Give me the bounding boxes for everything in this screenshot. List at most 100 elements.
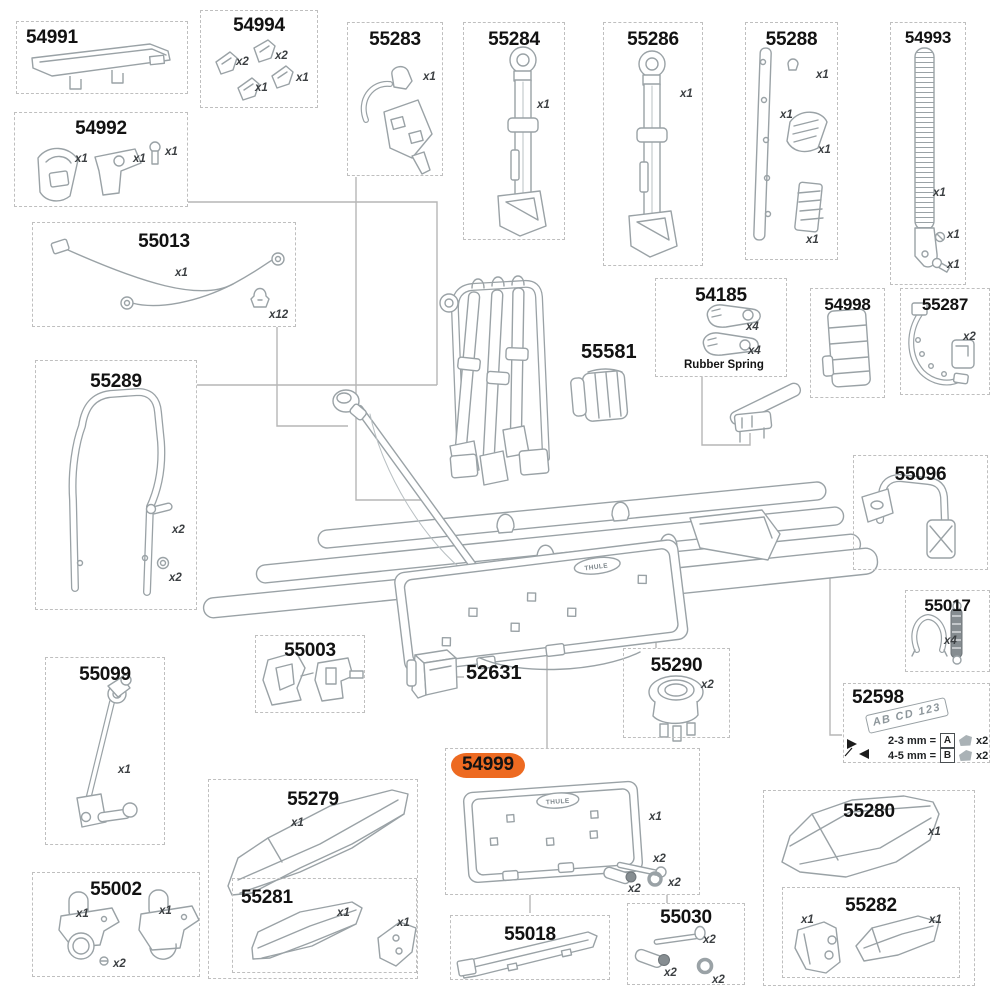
part-number-54185[interactable]: 54185	[695, 285, 747, 306]
part-number-55289[interactable]: 55289	[90, 371, 142, 392]
part-box-54991: 54991	[16, 21, 188, 94]
size-range: 2-3 mm =	[888, 734, 936, 747]
part-55284-arm	[497, 46, 547, 237]
part-box-54185: 54185 x4 x4 Rubber Spring	[655, 278, 787, 377]
part-number-54998[interactable]: 54998	[824, 295, 871, 314]
part-number-52631[interactable]: 52631	[466, 662, 522, 684]
quantity-label: x1	[291, 817, 304, 829]
part-number-54993[interactable]: 54993	[904, 28, 952, 47]
quantity-label: x2	[113, 958, 126, 970]
part-number-55030[interactable]: 55030	[660, 907, 712, 928]
part-box-55281: 55281 x1 x1	[232, 878, 417, 973]
part-number-55283[interactable]: 55283	[369, 29, 421, 50]
part-number-55279[interactable]: 55279	[287, 789, 339, 810]
quantity-label: x2	[628, 883, 641, 895]
part-number-55017[interactable]: 55017	[924, 596, 971, 615]
part-number-55287[interactable]: 55287	[921, 295, 969, 314]
quantity-label: x1	[537, 99, 550, 111]
quantity-label: x1	[255, 82, 268, 94]
part-box-55018: 55018	[450, 915, 610, 980]
part-55280-cover	[781, 795, 940, 878]
part-box-52598: 52598 AB CD 123 2-3 mm = A x2 4-5 mm = B…	[843, 683, 990, 763]
part-box-55282: 55282 x1 x1	[782, 887, 960, 978]
part-number-55290[interactable]: 55290	[650, 655, 703, 676]
quantity-label: x1	[296, 72, 309, 84]
part-box-55287: 55287 x2	[900, 288, 990, 395]
part-55002-brackets	[58, 889, 200, 966]
wedge-icon	[959, 735, 972, 746]
quantity-label: x2	[701, 679, 714, 691]
part-number-55099[interactable]: 55099	[79, 664, 131, 685]
quantity-label: x2	[169, 572, 182, 584]
part-box-55002: 55002 x1 x1 x2	[32, 872, 200, 977]
part-number-55288[interactable]: 55288	[765, 29, 818, 50]
part-box-55283: 55283 x1	[347, 22, 443, 176]
part-55287-hook	[908, 302, 975, 386]
part-number-55284[interactable]: 55284	[488, 29, 540, 50]
quantity-label: x1	[76, 908, 89, 920]
letter-b-box: B	[940, 748, 955, 763]
part-55018-rail	[456, 931, 598, 979]
part-55017-clip-pin	[911, 601, 963, 665]
part-box-54998: 54998	[810, 288, 885, 398]
rubber-spring-note: Rubber Spring	[684, 359, 764, 371]
part-number-55282[interactable]: 55282	[845, 895, 897, 916]
part-54998-pad	[821, 308, 871, 388]
part-number-54992[interactable]: 54992	[75, 118, 127, 139]
part-55282-parts	[794, 915, 940, 974]
part-number-54994[interactable]: 54994	[233, 15, 285, 36]
part-box-55099: 55099 x1	[45, 657, 165, 845]
part-number-55013[interactable]: 55013	[138, 231, 190, 252]
part-55289-frame	[68, 388, 173, 596]
part-box-55284: 55284 x1	[463, 22, 565, 240]
part-box-55030: 55030 x2 x2 x2	[627, 903, 745, 986]
part-box-54993: 54993 x1 x1 x1	[890, 22, 966, 285]
part-box-54994: 54994 x2 x2 x1 x1	[200, 10, 318, 108]
part-number-55280[interactable]: 55280	[843, 801, 895, 822]
part-box-54992: 54992 x1 x1 x1	[14, 112, 188, 207]
part-box-55290: 55290 x2	[623, 648, 730, 738]
quantity-label: x2	[712, 974, 725, 986]
quantity-label: x1	[75, 153, 88, 165]
quantity-label: x1	[928, 826, 941, 838]
part-box-55017: 55017 x4	[905, 590, 990, 672]
quantity-label: x2	[976, 734, 989, 747]
quantity-label: x2	[703, 934, 716, 946]
part-number-55286[interactable]: 55286	[627, 29, 679, 50]
quantity-label: x4	[746, 321, 759, 333]
quantity-label: x1	[337, 907, 350, 919]
quantity-label: x2	[668, 877, 681, 889]
assembly-plate-logo: THULE	[584, 562, 609, 572]
part-54993-strap	[914, 47, 951, 273]
part-number-55002[interactable]: 55002	[90, 879, 142, 900]
part-number-55581[interactable]: 55581	[581, 341, 637, 363]
part-number-55096[interactable]: 55096	[894, 464, 947, 485]
part-box-54999: 54999 x1 x2 x2 x2	[445, 748, 700, 895]
part-number-54991[interactable]: 54991	[26, 27, 78, 48]
size-row-a: 2-3 mm = A x2	[888, 733, 988, 748]
quantity-label: x1	[159, 905, 172, 917]
size-range: 4-5 mm =	[888, 749, 936, 762]
quantity-label: x1	[165, 146, 178, 158]
part-box-55288: 55288 x1 x1 x1 x1	[745, 22, 838, 260]
part-ratchet-lever	[729, 382, 802, 443]
quantity-label: x1	[947, 229, 960, 241]
part-number-55003[interactable]: 55003	[284, 640, 336, 661]
part-55288-kit	[753, 47, 828, 241]
part-box-55280: 55280 x1	[763, 790, 975, 986]
part-number-52598[interactable]: 52598	[852, 687, 904, 708]
part-number-54999-highlighted[interactable]: 54999	[451, 753, 525, 778]
part-54991-rail	[31, 43, 171, 90]
part-number-55281[interactable]: 55281	[241, 887, 293, 908]
quantity-label: x1	[933, 187, 946, 199]
part-number-55018[interactable]: 55018	[504, 924, 556, 945]
part-55279-cover	[227, 789, 409, 896]
quantity-label: x2	[664, 967, 677, 979]
quantity-label: x1	[947, 259, 960, 271]
part-55581-holder	[570, 368, 629, 422]
quantity-label: x4	[748, 345, 761, 357]
quantity-label: x2	[275, 50, 288, 62]
quantity-label: x2	[963, 331, 976, 343]
